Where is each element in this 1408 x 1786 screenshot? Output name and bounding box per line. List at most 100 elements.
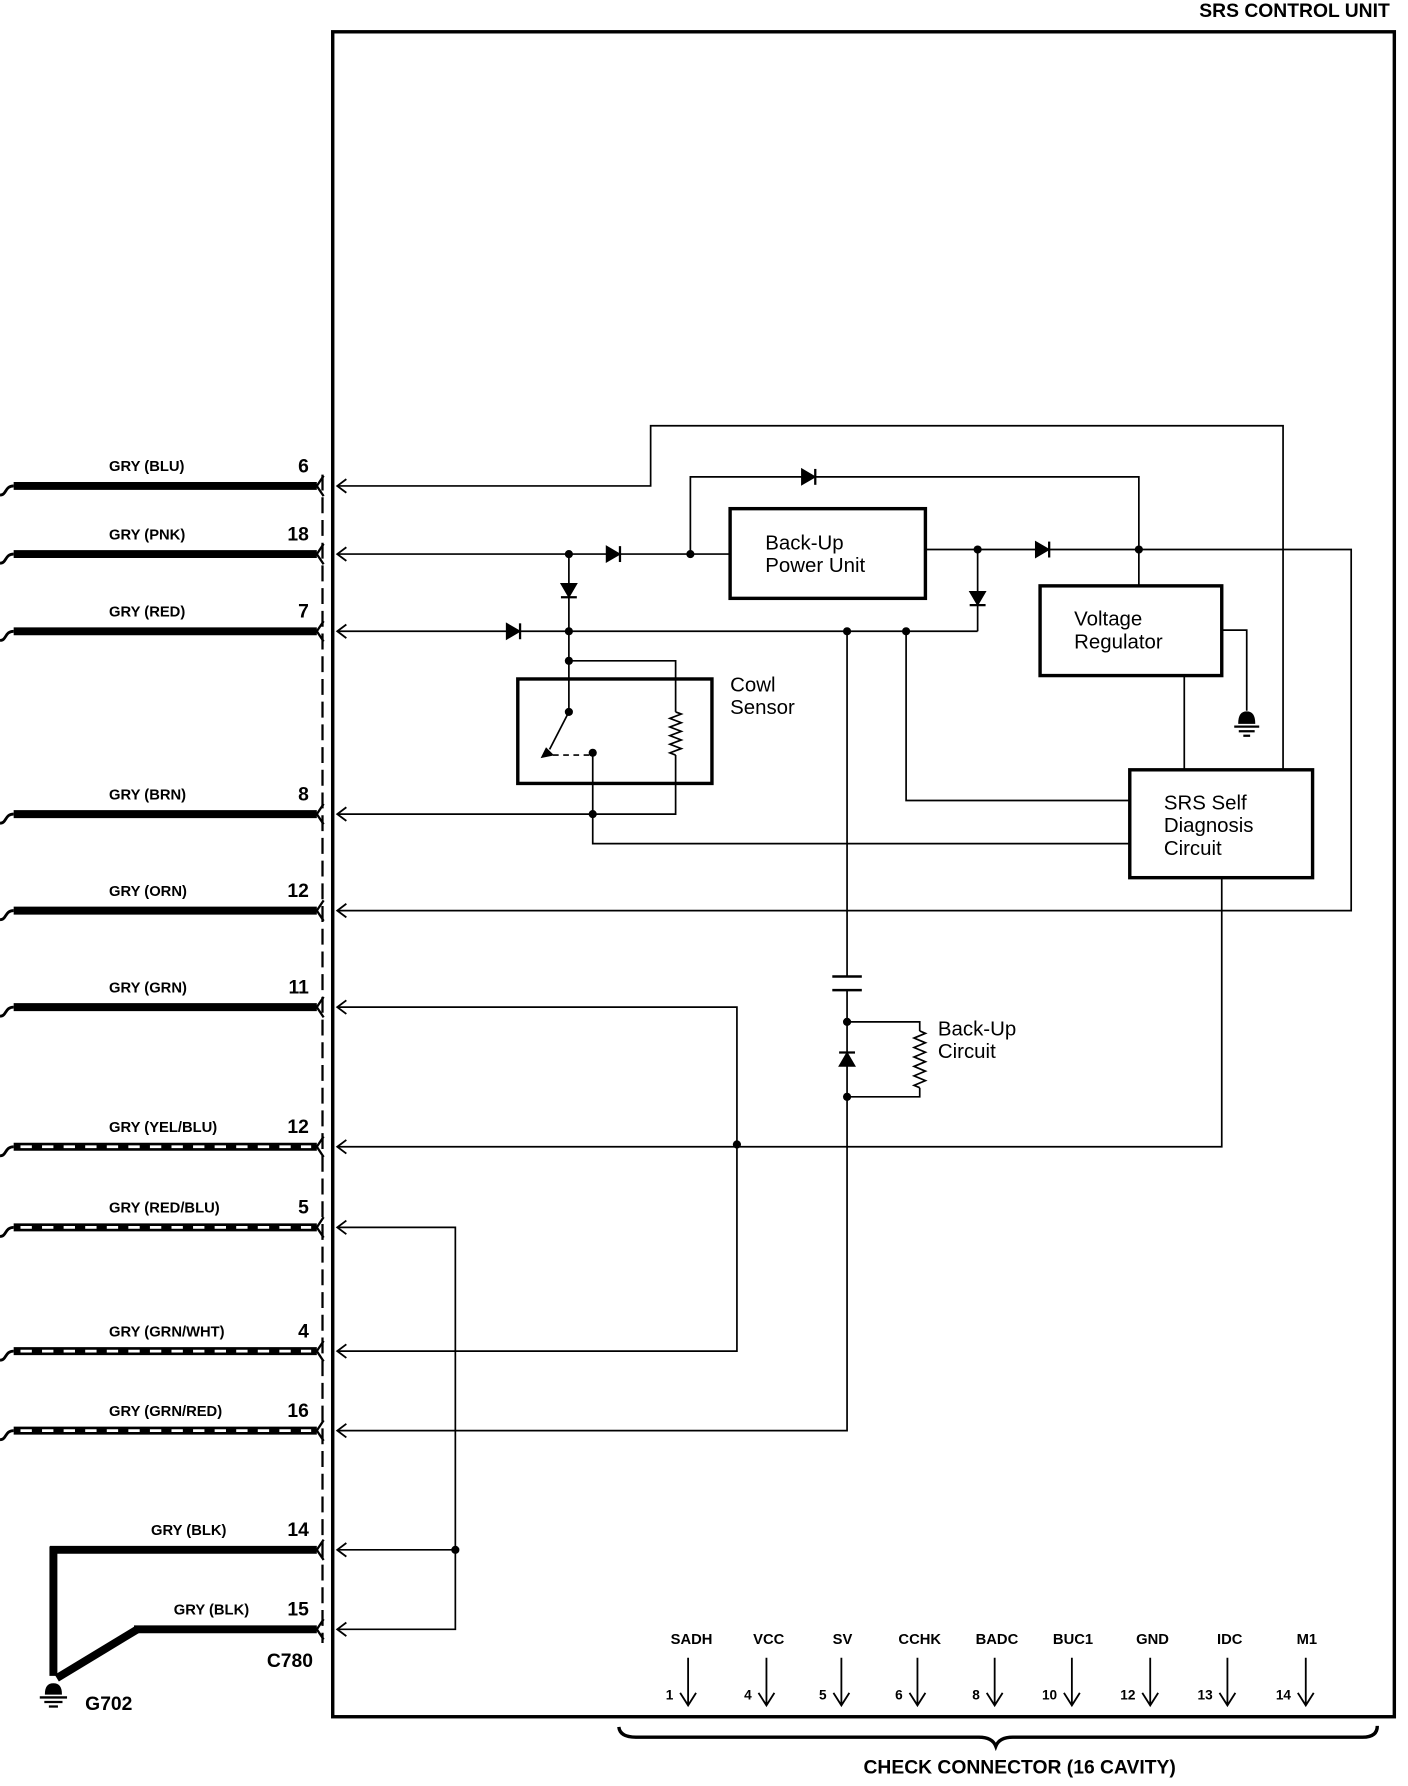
terminal-name: BADC <box>976 1632 1019 1648</box>
wire-break-mark <box>0 812 14 825</box>
wire-color-label: GRY (BLU) <box>109 459 184 475</box>
terminal-arrow-icon <box>1218 1657 1237 1708</box>
wire-break-mark <box>0 909 14 922</box>
junction-dot <box>1134 545 1143 554</box>
ground-icon <box>39 1683 68 1708</box>
harness-wire-2: GRY (PNK)18 <box>0 524 347 565</box>
cowl-switch-arm <box>548 711 570 750</box>
input-arrow <box>335 623 347 639</box>
terminal-arrow-icon <box>832 1657 851 1708</box>
terminal-arrow-icon <box>985 1657 1004 1708</box>
wire-color-label: GRY (ORN) <box>109 884 187 900</box>
junction-dot <box>564 707 573 716</box>
terminal-name: M1 <box>1297 1632 1318 1648</box>
harness-wire-4: GRY (BRN) 8 <box>0 784 347 825</box>
terminal-arrow-icon <box>757 1657 776 1708</box>
label-line: Cowl <box>730 674 775 696</box>
connector-terminal <box>315 1419 325 1442</box>
pin-number: 12 <box>287 1117 308 1138</box>
label-line: Voltage <box>1074 609 1142 631</box>
backup-power-unit-box <box>728 506 928 601</box>
diode <box>559 583 578 599</box>
terminal-pin: 1 <box>666 1688 674 1703</box>
circuit-trace <box>689 476 1140 586</box>
junction-dot <box>564 549 573 559</box>
harness-wire-7: GRY (YEL/BLU)12 <box>0 1117 347 1158</box>
pin-number: 11 <box>288 977 309 998</box>
circuit-trace <box>337 1226 457 1631</box>
terminal-name: GND <box>1136 1632 1169 1648</box>
wire-break-mark <box>0 1005 14 1018</box>
pin-number: 5 <box>298 1198 309 1219</box>
pin-number: 4 <box>298 1322 309 1343</box>
terminal-pin: 14 <box>1276 1688 1292 1703</box>
connector-terminal <box>315 1216 325 1239</box>
label-line: Power Unit <box>765 555 865 577</box>
unit-title: SRS CONTROL UNIT <box>1199 1 1390 22</box>
pin-number: 14 <box>287 1520 309 1541</box>
chassis-ground-icon <box>1234 711 1260 737</box>
backup-circuit-label: Back-Up Circuit <box>938 1018 1022 1063</box>
harness-wire-1: GRY (BLU)6 <box>0 456 347 497</box>
wire-color-label: GRY (GRN/WHT) <box>109 1324 225 1340</box>
wire-color-label: GRY (BLK) <box>174 1603 249 1619</box>
pin-number: 15 <box>287 1600 309 1621</box>
input-arrow <box>335 1621 347 1637</box>
terminal-pin: 8 <box>972 1688 980 1703</box>
wire-color-label: GRY (BLK) <box>151 1523 226 1539</box>
wire-break-mark <box>0 629 14 642</box>
terminal-pin: 12 <box>1120 1688 1136 1703</box>
circuit-trace <box>337 990 848 1432</box>
wire-color-label: GRY (BRN) <box>109 787 186 803</box>
wire-color-label: GRY (RED/BLU) <box>109 1201 220 1217</box>
terminal-arrow-icon <box>679 1657 697 1708</box>
harness-wire-6: GRY (GRN) 11 <box>0 977 347 1018</box>
connector-terminal <box>315 475 325 497</box>
terminal-pin: 10 <box>1042 1688 1058 1703</box>
circuit-trace <box>337 877 1223 1148</box>
resistor <box>667 711 684 756</box>
terminal-name: SV <box>833 1632 853 1648</box>
terminal-name: VCC <box>753 1632 784 1648</box>
connector-terminal <box>315 620 325 643</box>
wire-break-mark <box>0 1225 14 1238</box>
circuit-trace <box>337 424 1284 770</box>
voltage-regulator-label: Voltage Regulator <box>1074 609 1163 654</box>
harness-wire-11: GRY (BLK) 14 <box>50 1520 347 1561</box>
input-arrow <box>335 1542 347 1558</box>
label-line: Back-Up <box>938 1018 1016 1040</box>
harness-wire-10: GRY (GRN/RED)16 <box>0 1401 347 1442</box>
junction-dot <box>686 549 695 559</box>
check-terminal-badc: BADC 8 <box>972 1632 1019 1708</box>
junction-dot <box>588 748 597 757</box>
diode <box>968 590 987 607</box>
connector-terminal <box>315 803 325 825</box>
check-connector-brace <box>617 1725 1380 1752</box>
wire-break-mark <box>0 1349 14 1362</box>
circuit-trace <box>591 752 1130 845</box>
connector-terminal <box>315 899 325 922</box>
wire-color-label: GRY (GRN) <box>109 980 187 996</box>
harness-wire-9: GRY (GRN/WHT) 4 <box>0 1322 347 1362</box>
check-connector: CHECK CONNECTOR (16 CAVITY) SADH1VCC4SV5… <box>617 1632 1380 1779</box>
terminal-name: CCHK <box>898 1632 941 1648</box>
input-arrow <box>335 546 347 562</box>
cowl-sensor-label: Cowl Sensor <box>730 674 795 719</box>
circuit-trace <box>905 631 1130 802</box>
circuit-parts <box>451 467 1143 1554</box>
diode <box>838 1051 856 1067</box>
label-line: Regulator <box>1074 631 1163 653</box>
harness-wire-12: GRY (BLK) 15 <box>134 1600 347 1641</box>
connector-terminal <box>315 543 325 565</box>
junction-dot <box>732 1140 742 1149</box>
resistor <box>911 1030 928 1089</box>
circuit-trace <box>1221 629 1248 711</box>
junction-dot <box>564 656 573 665</box>
junction-dot <box>973 545 982 554</box>
input-arrow <box>335 1139 347 1155</box>
pin-number: 8 <box>298 784 309 805</box>
wire-color-label: GRY (GRN/RED) <box>109 1404 222 1420</box>
